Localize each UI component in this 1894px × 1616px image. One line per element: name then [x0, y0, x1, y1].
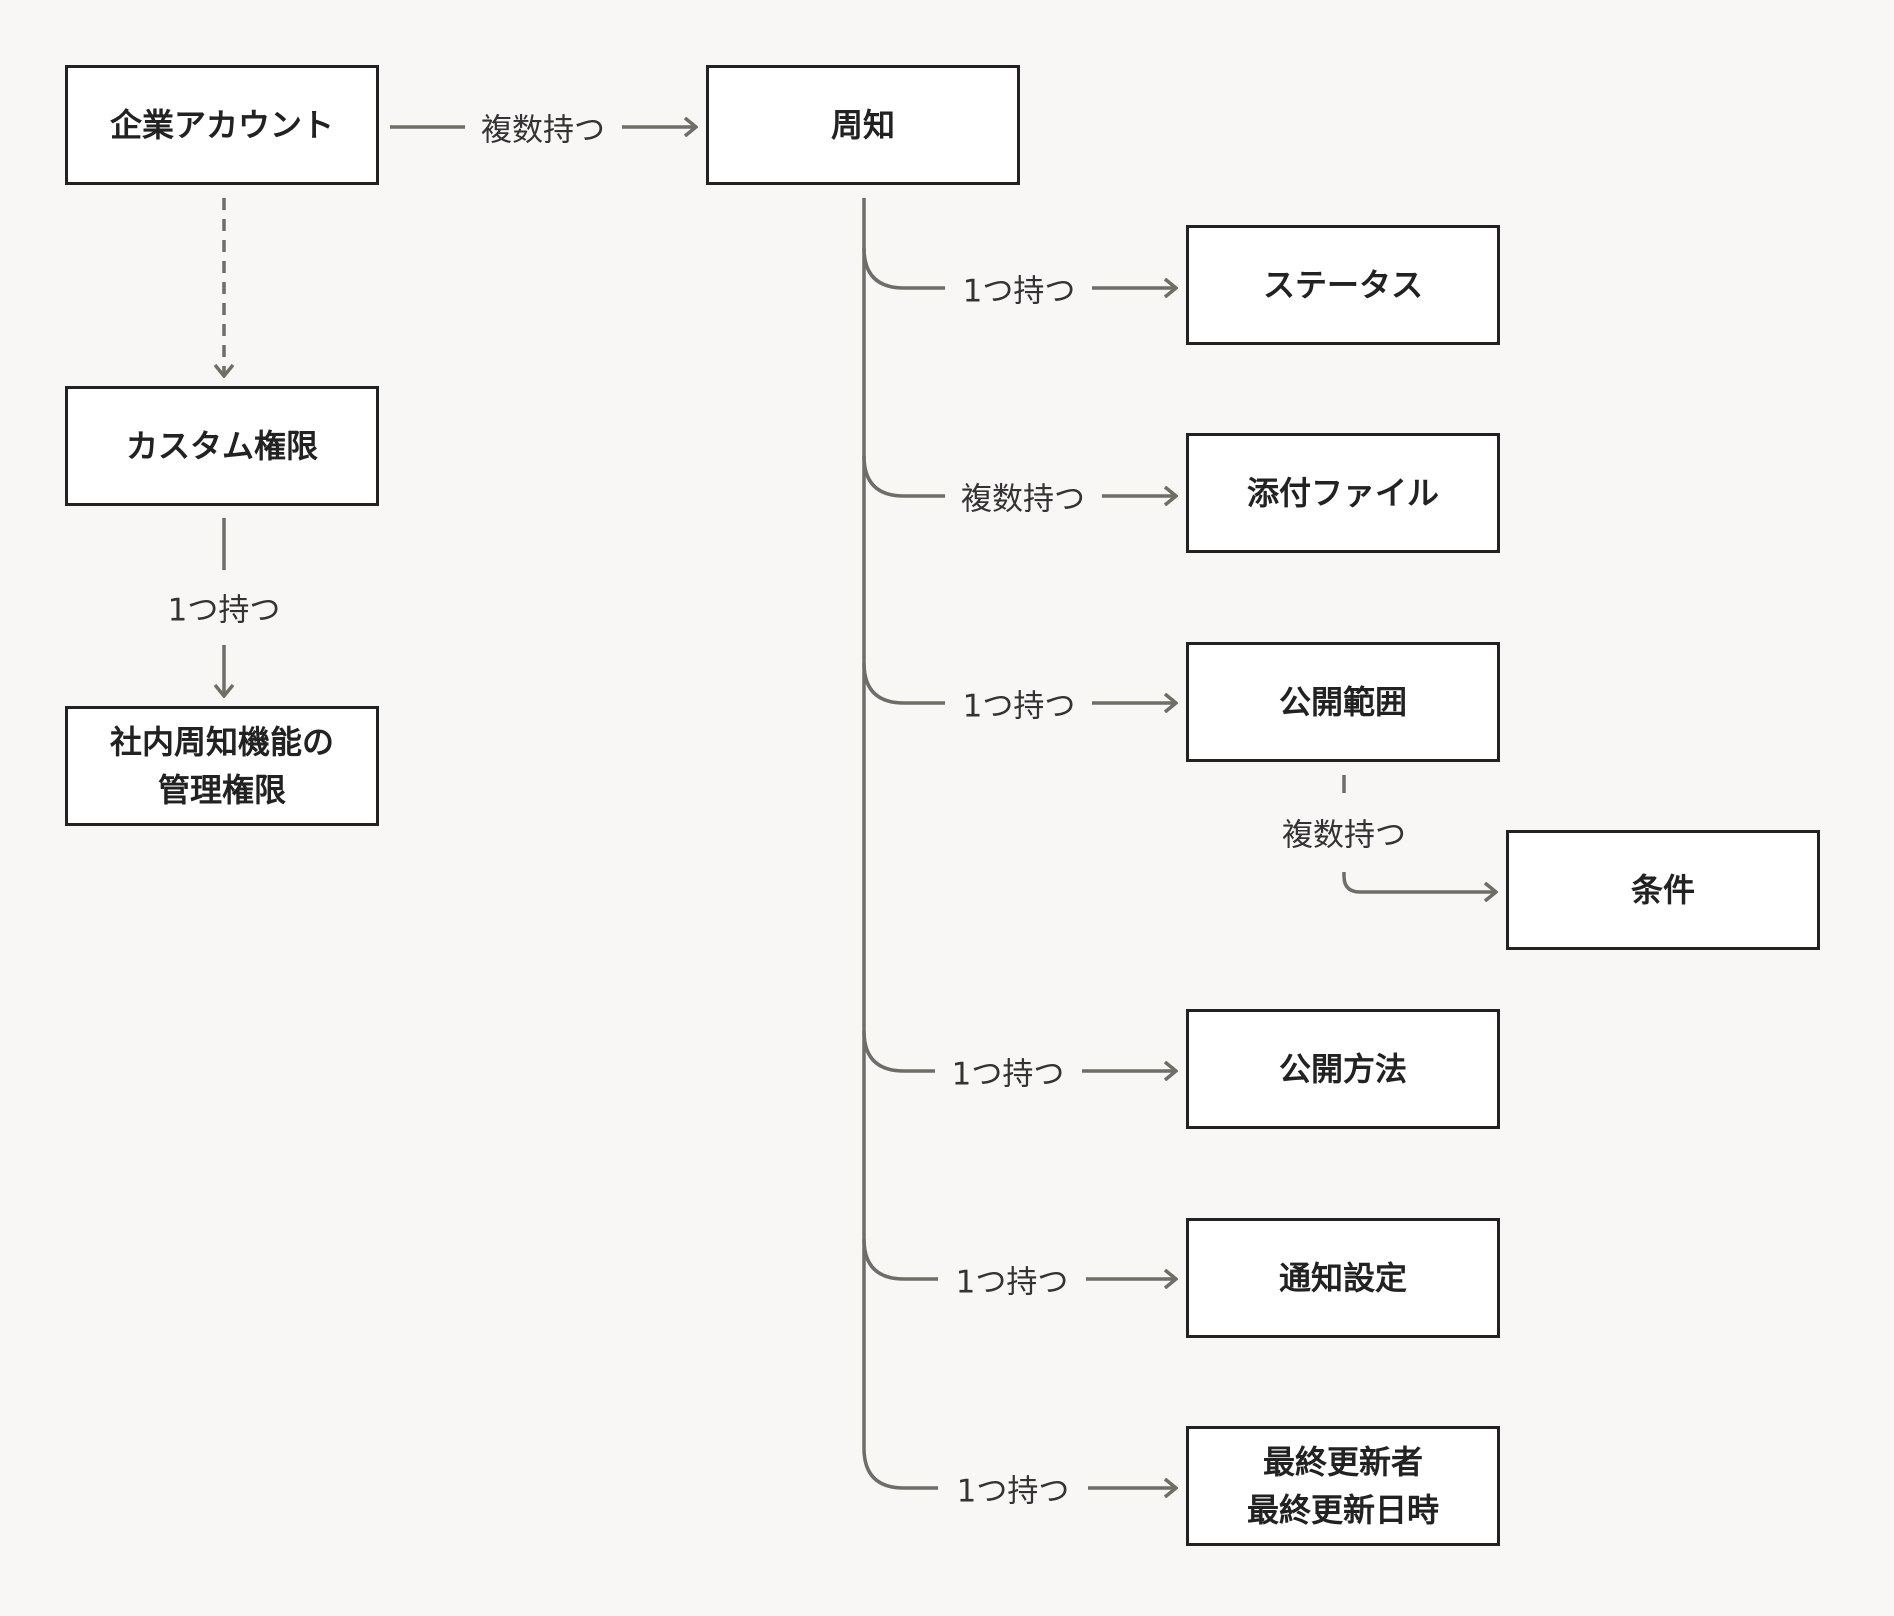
node-scope: 公開範囲 — [1186, 642, 1500, 762]
node-method: 公開方法 — [1186, 1009, 1500, 1129]
node-notice: 周知 — [706, 65, 1020, 185]
branch-status — [862, 247, 945, 290]
edge-scope-condition-arrow — [1342, 872, 1496, 892]
node-status: ステータス — [1186, 225, 1500, 345]
label-custom-admin: 1つ持つ — [161, 584, 287, 630]
node-custom-permission: カスタム権限 — [65, 386, 379, 506]
label-notice-scope: 1つ持つ — [956, 680, 1082, 726]
node-admin-permission: 社内周知機能の 管理権限 — [65, 706, 379, 826]
label-account-notice: 複数持つ — [475, 104, 611, 150]
branch-method — [862, 1030, 935, 1073]
node-condition: 条件 — [1506, 830, 1820, 950]
label-scope-condition: 複数持つ — [1276, 809, 1412, 855]
label-notice-attachment: 複数持つ — [955, 473, 1091, 519]
branch-attachment — [862, 455, 945, 498]
branch-scope — [862, 662, 945, 705]
node-account: 企業アカウント — [65, 65, 379, 185]
edge-notice-trunk — [862, 198, 905, 1490]
label-notice-method: 1つ持つ — [945, 1048, 1071, 1094]
node-updater: 最終更新者 最終更新日時 — [1186, 1426, 1500, 1546]
branch-notification — [862, 1238, 938, 1281]
label-notice-status: 1つ持つ — [956, 265, 1082, 311]
node-attachment: 添付ファイル — [1186, 433, 1500, 553]
node-notification: 通知設定 — [1186, 1218, 1500, 1338]
label-notice-notification: 1つ持つ — [949, 1256, 1075, 1302]
label-notice-updater: 1つ持つ — [950, 1465, 1076, 1511]
